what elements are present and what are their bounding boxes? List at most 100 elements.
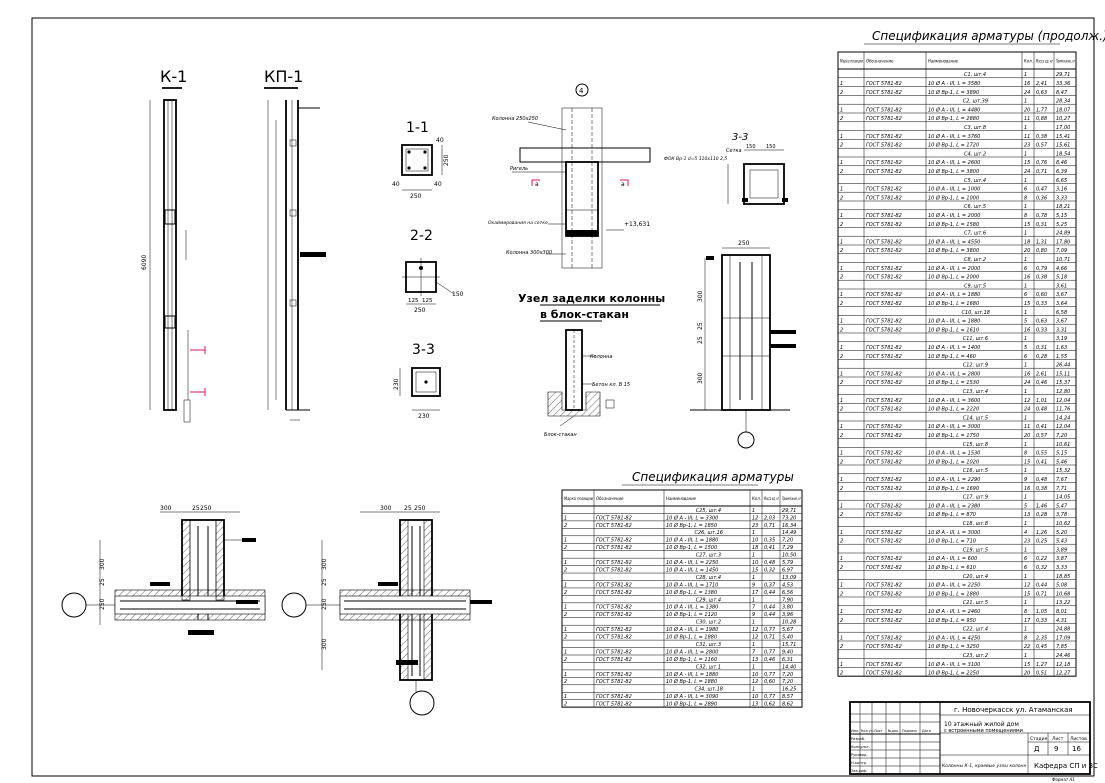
table-cell-pos: 1 <box>840 345 843 351</box>
table-cell-name: 10 Ø Вр-1, L = 2890 <box>666 701 717 708</box>
tb-role-5: Зав.каф. <box>851 769 867 773</box>
tb-col-doc: №док. <box>888 729 899 733</box>
table-cell-pos: 1 <box>564 538 567 544</box>
table-cell-note: 3,31 <box>1056 327 1067 333</box>
table-cell-note: 5,15 <box>1056 451 1067 457</box>
table-cell-name: 10 Ø А - III, L = 1400 <box>928 344 980 351</box>
table-cell-note: 3,33 <box>1056 195 1067 201</box>
table-cell-name: 10 Ø А - III, L = 2800 <box>666 648 718 655</box>
table-cell-pos: 1 <box>840 635 843 641</box>
table-cell-doc: ГОСТ 5781-82 <box>866 327 902 333</box>
table-cell-name: 10 Ø А - III, L = 2380 <box>928 502 980 509</box>
table-cell-mass: 0,46 <box>1036 380 1047 386</box>
table-cell-mass: 0,57 <box>1036 433 1048 439</box>
sec22-dim-diameter: 150 <box>452 291 464 298</box>
table-cell-name: С16, шт.5 <box>963 468 988 474</box>
table-cell-doc: ГОСТ 5781-82 <box>866 591 902 597</box>
table-cell-doc: ГОСТ 5781-82 <box>866 266 902 272</box>
table-cell-qty: 8 <box>1024 635 1027 641</box>
table-cell-doc: ГОСТ 5781-82 <box>866 407 902 413</box>
table-cell-name: 10 Ø Вр-1, L = 1580 <box>928 221 979 228</box>
table-cell-pos: 2 <box>840 539 843 545</box>
sec11-dim-right: 40 <box>434 181 442 188</box>
table-cell-qty: 1 <box>1024 151 1027 157</box>
tb-col-sign: Подпись <box>902 729 917 733</box>
table-cell-doc: ГОСТ 5781-82 <box>596 567 632 573</box>
table-cell-name: 10 Ø А - III, L = 600 <box>928 555 977 562</box>
table-cell-pos: 1 <box>840 107 843 113</box>
table-cell-qty: 6 <box>1024 187 1027 193</box>
table-cell-note: 5,47 <box>1056 503 1068 509</box>
table-cell-qty: 9 <box>752 582 755 588</box>
tb-stage: Д <box>1034 745 1040 753</box>
table-cell-doc: ГОСТ 5781-82 <box>866 433 902 439</box>
table-cell-pos: 1 <box>840 292 843 298</box>
table-cell-name: 10 Ø Вр-1, L = 2880 <box>928 115 979 122</box>
table-cell-note: 8,57 <box>782 694 794 700</box>
tb-sheet: 9 <box>1054 745 1058 753</box>
tb-col-list: Лист <box>874 729 883 733</box>
table-cell-qty: 1 <box>1024 521 1027 527</box>
table-cell-note: 5,67 <box>782 627 794 633</box>
table-cell-pos: 1 <box>840 213 843 219</box>
table-cell-name: С30, шт.2 <box>696 620 721 626</box>
table-cell-qty: 1 <box>752 620 755 626</box>
table-cell-note: 1,63 <box>1056 345 1067 351</box>
table-cell-note: 14,49 <box>782 530 796 536</box>
table-cell-mass: 0,41 <box>1036 459 1047 465</box>
table-cell-doc: ГОСТ 5781-82 <box>866 248 902 254</box>
table-cell-note: 15,37 <box>1056 380 1071 386</box>
table-cell-qty: 7 <box>752 649 756 655</box>
table-cell-note: 26,44 <box>1056 363 1070 369</box>
jl-side-300: 300 <box>99 558 106 570</box>
table-cell-name: С1, шт.4 <box>964 72 986 78</box>
tb-stage-h: Стадия <box>1030 736 1048 742</box>
node-label-beton: Бетон кл. В 15 <box>592 382 630 388</box>
node4-label-column-300: Колонна 300х300 <box>506 250 552 256</box>
table-cell-note: 14,40 <box>782 664 796 670</box>
table-cell-note: 5,20 <box>1056 530 1067 536</box>
table-cell-note: 17,80 <box>1056 239 1070 245</box>
table-cell-qty: 1 <box>1024 468 1027 474</box>
table-cell-qty: 17 <box>1024 618 1031 624</box>
table-cell-doc: ГОСТ 5781-82 <box>866 160 902 166</box>
sec11-dim-left: 40 <box>392 181 400 188</box>
table-cell-name: 10 Ø А - III, L = 1980 <box>666 626 718 633</box>
table-cell-name: 10 Ø Вр-1, L = 1380 <box>666 589 717 596</box>
node4-level: +13,631 <box>624 221 650 228</box>
table-cell-note: 7,20 <box>782 672 793 678</box>
table-cell-note: 5,46 <box>1056 459 1067 465</box>
table-cell-note: 3,80 <box>782 605 793 611</box>
sec33b-title: 3-3 <box>732 132 748 143</box>
table-cell-pos: 2 <box>564 612 567 618</box>
node-label-blok: Блок-стакан <box>544 432 577 438</box>
table-cell-mass: 0,48 <box>764 560 775 566</box>
table-cell-pos: 1 <box>840 160 843 166</box>
table-cell-note: 12,18 <box>1056 662 1070 668</box>
table-cell-note: 3,87 <box>1056 556 1068 562</box>
table-cell-name: 10 Ø А - III, L = 3760 <box>928 133 980 140</box>
table-cell-qty: 24 <box>1024 169 1030 175</box>
table-cell-doc: ГОСТ 5781-82 <box>596 635 632 641</box>
table-cell-pos: 1 <box>840 398 843 404</box>
table-cell-name: С26, шт.16 <box>695 530 723 536</box>
table-cell-mass: 0,45 <box>1036 644 1047 650</box>
table-cell-pos: 2 <box>840 565 843 571</box>
table-cell-mass: 0,48 <box>1036 407 1047 413</box>
table-cell-qty: 1 <box>752 687 755 693</box>
